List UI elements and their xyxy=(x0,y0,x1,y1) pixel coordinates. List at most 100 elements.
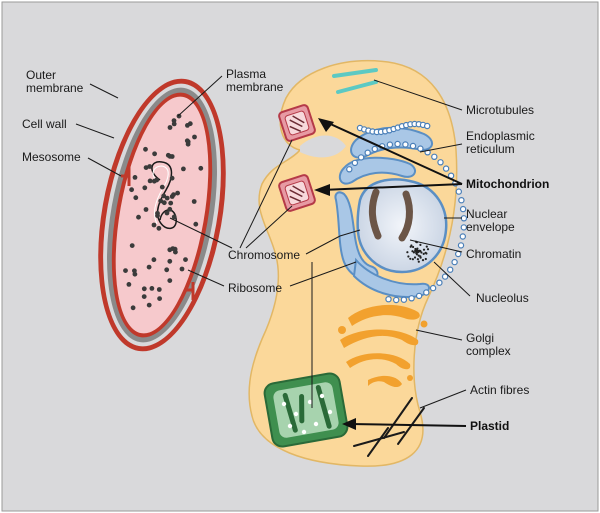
nucleolus-speck xyxy=(416,247,419,250)
er-ribosome-bead xyxy=(459,205,467,213)
bacterial-chromosome-highlight xyxy=(152,165,169,225)
ribosome-dot xyxy=(151,178,157,184)
label-microtubules: Microtubules xyxy=(466,103,534,117)
plastid-granule xyxy=(319,393,325,399)
ribosome-dot xyxy=(164,267,170,273)
ribosome-dot xyxy=(159,184,165,190)
ribosome-dot xyxy=(167,206,173,212)
ribosome-dot xyxy=(146,264,152,270)
er-ribosome-bead xyxy=(385,296,392,303)
nucleolus-speck xyxy=(413,256,417,259)
ribosome-dot xyxy=(143,207,149,212)
er-ribosome-bead xyxy=(441,273,449,280)
label-golgi-1: Golgi xyxy=(466,331,494,345)
ribosome-dot xyxy=(123,268,128,273)
er-ribosome-bead xyxy=(364,149,371,156)
label-golgi-2: complex xyxy=(466,344,511,358)
er-ribosome-bead xyxy=(455,188,462,195)
plastid-granule xyxy=(307,399,313,405)
nucleolus-speck xyxy=(411,250,414,253)
nucleolus-speck xyxy=(411,258,414,261)
ribosome-dot xyxy=(171,118,177,123)
ribosome-dot xyxy=(176,113,182,119)
plastid-granule xyxy=(301,429,307,435)
label-er-2: reticulum xyxy=(466,142,515,156)
er-ribosome-bead xyxy=(409,142,417,150)
ribosome-dot xyxy=(181,166,186,172)
ribosome-dot xyxy=(132,268,137,274)
chromatin-shape xyxy=(368,188,382,240)
ribosome-dot xyxy=(167,258,173,264)
ribosome-dot xyxy=(192,134,197,140)
label-mitochondrion: Mitochondrion xyxy=(466,177,549,191)
nucleus xyxy=(356,178,448,274)
ribosome-dot xyxy=(183,257,188,262)
plastid-granule xyxy=(293,411,299,417)
ribosome-dot xyxy=(143,146,148,152)
mitochondrion-lower xyxy=(278,174,316,212)
ribosome-dot xyxy=(167,278,173,283)
er-ribosome-bead xyxy=(417,145,424,152)
nucleolus-speck xyxy=(419,256,422,259)
nucleolus-speck xyxy=(412,245,415,249)
ribosome-dot xyxy=(158,198,164,204)
nucleolus-speck xyxy=(407,255,410,258)
er-ribosome-bead xyxy=(437,159,444,166)
ribosome-dot xyxy=(168,200,174,206)
label-plastid: Plastid xyxy=(470,419,509,433)
er-ribosome-bead xyxy=(408,295,415,302)
mesosome-shape xyxy=(121,166,131,186)
eukaryotic-cell xyxy=(248,60,468,467)
ribosome-dot xyxy=(185,141,191,147)
er-ribosome-bead xyxy=(442,165,450,172)
ribosome-dot xyxy=(170,246,176,252)
nucleolus-speck xyxy=(425,245,428,248)
ribosome-dot xyxy=(126,282,132,287)
er-ribosome-bead xyxy=(431,153,438,160)
ribosome-dot xyxy=(146,302,152,308)
nucleolus-speck xyxy=(414,247,417,251)
er-ribosome-bead xyxy=(351,159,359,167)
plastid-granule xyxy=(287,423,293,429)
er-ribosome-bead xyxy=(447,266,454,273)
er-ribosome-bead xyxy=(459,233,466,240)
ribosome-dot xyxy=(193,221,199,227)
er-ribosome-bead xyxy=(393,296,400,304)
er-ribosome-bead xyxy=(451,258,458,266)
ribosome-dot xyxy=(155,210,160,216)
nucleolus-speck xyxy=(409,257,412,260)
ribosome-dot xyxy=(129,187,135,193)
ribosome-dot xyxy=(167,125,173,130)
label-ribosome: Ribosome xyxy=(228,281,282,295)
ribosome-dot xyxy=(164,195,170,201)
ribosome-dot xyxy=(156,225,162,231)
er-ribosome-bead xyxy=(402,141,409,148)
label-er-1: Endoplasmic xyxy=(466,129,535,143)
ribosome-dot xyxy=(171,214,177,220)
ribosome-dot xyxy=(136,214,141,220)
plastid-shape xyxy=(263,372,349,448)
ribosome-dot xyxy=(179,266,185,272)
ribosome-dot xyxy=(156,287,162,292)
label-mesosome: Mesosome xyxy=(22,150,81,164)
nucleolus-speck xyxy=(419,249,422,253)
er-ribosome-bead xyxy=(455,250,462,258)
label-plasma-membrane-1: Plasma xyxy=(226,67,266,81)
er-ribosome-bead xyxy=(423,289,430,296)
leader-lines xyxy=(75,75,471,430)
ribosome-dot xyxy=(161,193,167,199)
ribosome-dot xyxy=(198,165,204,171)
nucleolus-speck xyxy=(416,251,419,254)
nucleolus-speck xyxy=(426,248,430,251)
label-nuclear-envelope-1: Nuclear xyxy=(466,207,507,221)
plastid-granule xyxy=(313,421,319,427)
ribosome-dot xyxy=(149,286,155,291)
er-ribosome-bead xyxy=(394,140,401,148)
ribosome-dot xyxy=(147,164,153,169)
er-ribosome-bead xyxy=(436,279,443,286)
ribosome-dot xyxy=(143,165,149,171)
ribosome-dot xyxy=(141,294,147,299)
mesosome-shape-lower xyxy=(185,282,195,300)
